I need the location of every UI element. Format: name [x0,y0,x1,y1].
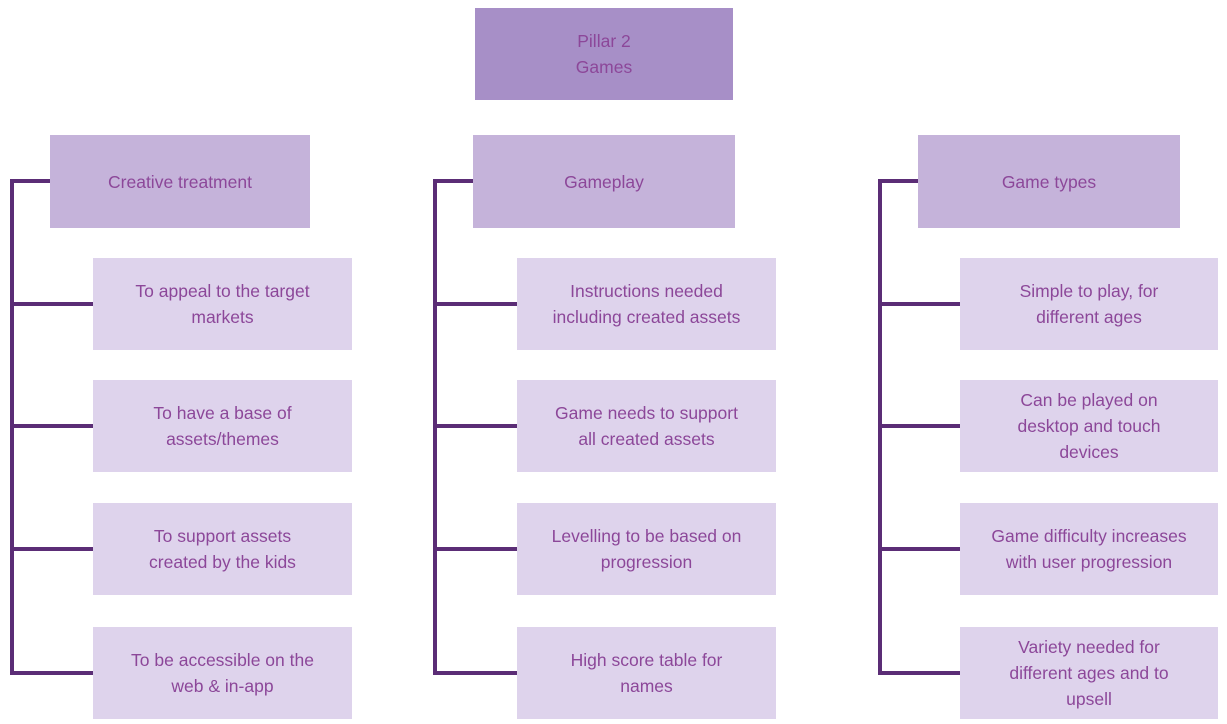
item-box: Simple to play, for different ages [960,258,1218,350]
connector-branch-line [10,671,93,675]
item-box: To be accessible on the web & in-app [93,627,352,719]
item-box: To appeal to the target markets [93,258,352,350]
item-box: To have a base of assets/themes [93,380,352,472]
connector-branch-line [878,671,960,675]
connector-branch-line [878,424,960,428]
item-box: Levelling to be based on progression [517,503,776,595]
connector-branch-line [10,424,93,428]
item-box: Instructions needed including created as… [517,258,776,350]
connector-header-branch-line [878,179,918,183]
item-box: Can be played on desktop and touch devic… [960,380,1218,472]
column-header-box: Gameplay [473,135,735,228]
column-header-box: Game types [918,135,1180,228]
connector-branch-line [878,547,960,551]
connector-branch-line [433,302,517,306]
connector-branch-line [10,302,93,306]
item-box: Variety needed for different ages and to… [960,627,1218,719]
connector-branch-line [433,424,517,428]
connector-header-branch-line [433,179,473,183]
item-box: Game needs to support all created assets [517,380,776,472]
connector-branch-line [10,547,93,551]
item-box: To support assets created by the kids [93,503,352,595]
connector-branch-line [433,547,517,551]
item-box: Game difficulty increases with user prog… [960,503,1218,595]
connector-branch-line [878,302,960,306]
column-header-box: Creative treatment [50,135,310,228]
item-box: High score table for names [517,627,776,719]
root-box-pillar-2-games: Pillar 2 Games [475,8,733,100]
connector-branch-line [433,671,517,675]
connector-header-branch-line [10,179,50,183]
